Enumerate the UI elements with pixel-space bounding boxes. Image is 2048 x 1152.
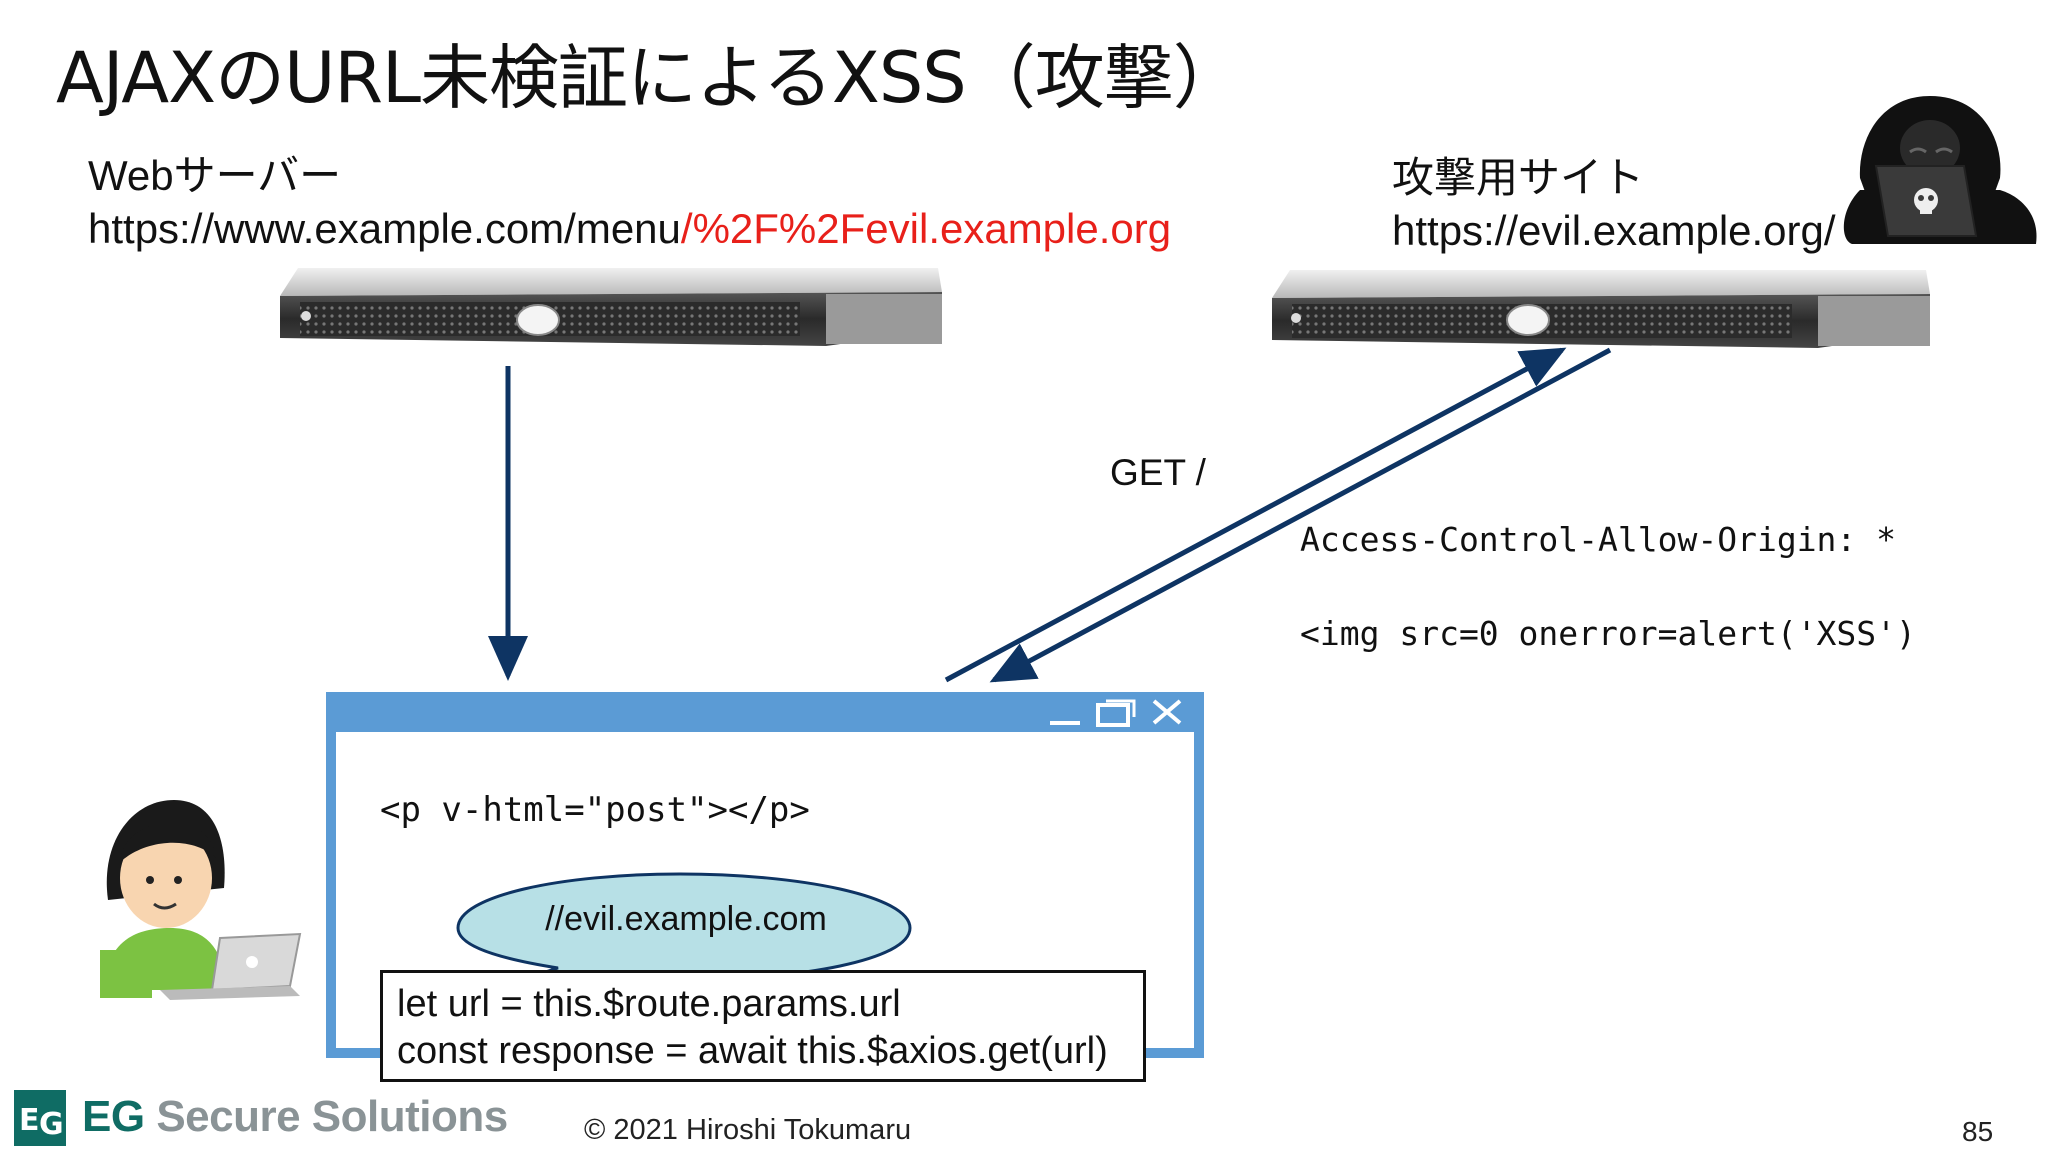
- svg-text:G: G: [39, 1107, 64, 1142]
- response-header-text: Access-Control-Allow-Origin: *: [1300, 520, 1897, 559]
- web-server-icon: [280, 268, 942, 346]
- attack-site-url: https://evil.example.org/: [1392, 206, 1836, 254]
- minimize-icon[interactable]: [1048, 697, 1082, 727]
- copyright: © 2021 Hiroshi Tokumaru: [584, 1114, 912, 1146]
- vue-template-code: <p v-html="post"></p>: [380, 790, 810, 830]
- response-payload-text: <img src=0 onerror=alert('XSS'): [1300, 614, 1916, 653]
- company-logo-text: EG Secure Solutions: [82, 1092, 508, 1141]
- web-server-url: https://www.example.com/menu/%2F%2Fevil.…: [88, 203, 1171, 256]
- slide-title: AJAXのURL未検証によるXSS（攻撃）: [56, 37, 1243, 119]
- bubble-text: //evil.example.com: [545, 900, 827, 938]
- arrow-browser-to-attacker: [944, 347, 1567, 683]
- user-icon: [100, 800, 302, 1000]
- code-box: let url = this.$route.params.url const r…: [380, 970, 1146, 1082]
- attack-server-icon: [1272, 270, 1930, 348]
- web-server-label-block: Webサーバー https://www.example.com/menu/%2F…: [88, 150, 1171, 255]
- code-line: const response = await this.$axios.get(u…: [397, 1030, 1108, 1072]
- eg-logo-mark: E G: [14, 1090, 66, 1146]
- web-server-url-injected: /%2F%2Fevil.example.org: [680, 204, 1172, 252]
- maximize-icon[interactable]: [1096, 697, 1136, 727]
- close-icon[interactable]: [1150, 697, 1184, 727]
- code-line: let url = this.$route.params.url: [397, 983, 901, 1025]
- hacker-icon: [1843, 96, 2037, 244]
- svg-text:E: E: [19, 1103, 40, 1138]
- company-logo: EG Secure Solutions: [82, 1092, 508, 1142]
- web-server-label: Webサーバー: [88, 152, 342, 199]
- attack-site-label-block: 攻撃用サイト https://evil.example.org/: [1392, 152, 1836, 257]
- get-request-label: GET /: [1110, 452, 1206, 493]
- web-server-url-base: https://www.example.com/menu: [88, 204, 681, 252]
- window-controls: [1048, 694, 1184, 730]
- arrow-attacker-to-browser: [989, 347, 1612, 683]
- attack-site-label: 攻撃用サイト: [1392, 154, 1645, 201]
- page-number: 85: [1962, 1116, 1994, 1147]
